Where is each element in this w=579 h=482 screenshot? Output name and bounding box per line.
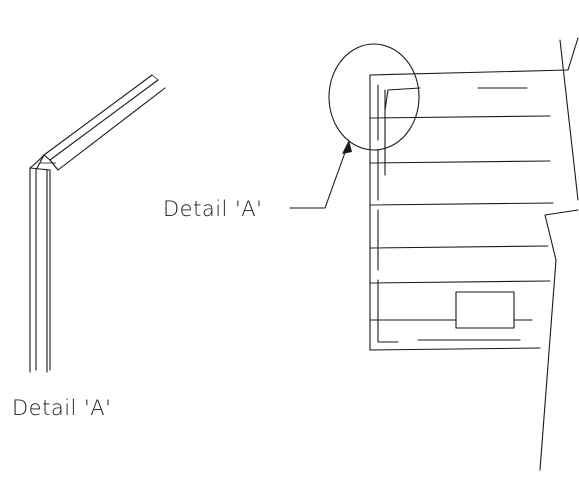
elevation-view	[369, 37, 579, 471]
leader-arrow	[289, 140, 352, 209]
detail-a-view	[29, 74, 166, 373]
detail-view-label: Detail 'A'	[12, 396, 111, 420]
detail-callout-circle	[328, 43, 420, 151]
detail-callout-label: Detail 'A'	[163, 197, 262, 221]
